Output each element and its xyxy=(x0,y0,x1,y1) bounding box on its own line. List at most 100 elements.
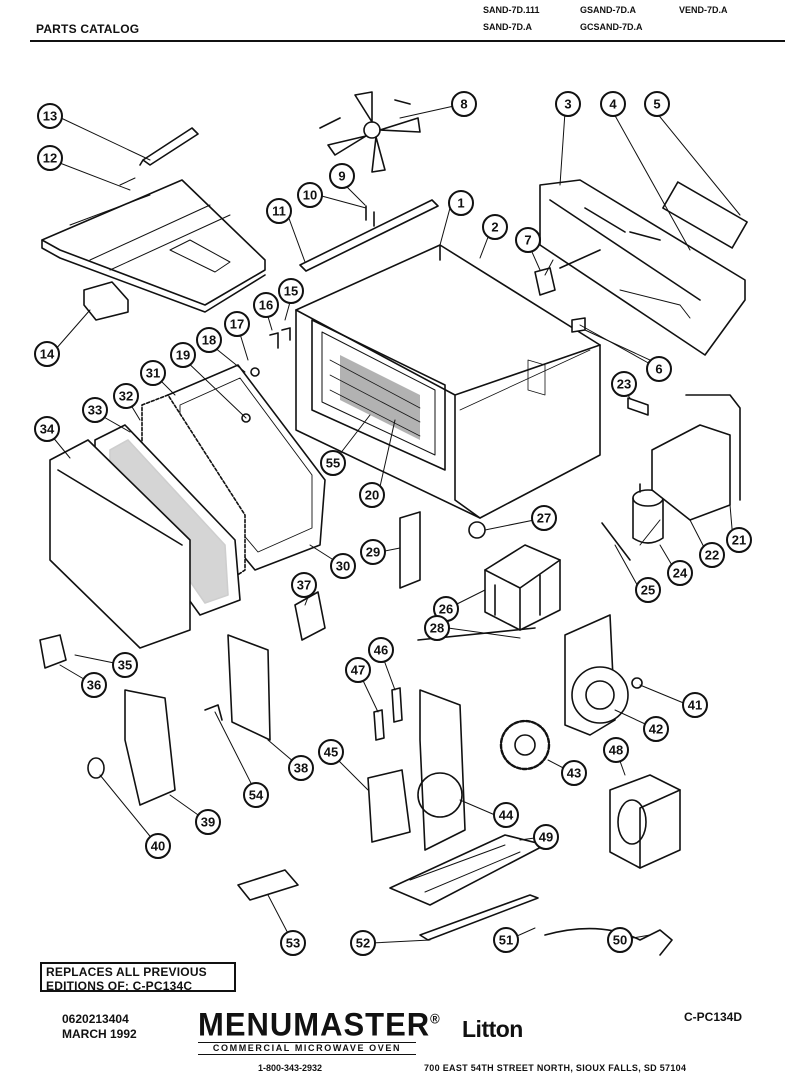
callout-circle xyxy=(37,103,63,129)
part-callout: 24 xyxy=(667,560,693,586)
document-number: 0620213404 xyxy=(62,1012,129,1026)
fan-housing-drawing xyxy=(564,614,629,736)
callout-number: 9 xyxy=(338,169,345,184)
company-logo: Litton xyxy=(462,1016,523,1042)
model-number: GCSAND-7D.A xyxy=(580,22,643,32)
part-callout: 34 xyxy=(34,416,60,442)
callout-number: 17 xyxy=(230,317,244,332)
callout-number: 44 xyxy=(499,808,514,823)
part-callout: 39 xyxy=(195,809,221,835)
callout-number: 49 xyxy=(539,830,553,845)
callout-circle xyxy=(359,482,385,508)
clip-drawing xyxy=(627,397,649,416)
latch-drawing xyxy=(269,327,291,349)
callout-circle xyxy=(170,342,196,368)
circuit-board-drawing xyxy=(227,634,271,741)
model-list-col1: SAND-7D.111 SAND-7D.A xyxy=(483,2,540,36)
callout-number: 51 xyxy=(499,933,513,948)
brand-subtitle: COMMERCIAL MICROWAVE OVEN xyxy=(198,1042,416,1055)
fan-blade-drawing xyxy=(499,719,551,771)
part-callout: 37 xyxy=(291,572,317,598)
part-callout: 13 xyxy=(37,103,63,129)
header-rule xyxy=(30,40,785,42)
part-callout: 21 xyxy=(726,527,752,553)
callout-number: 40 xyxy=(151,839,165,854)
terminal-block-drawing xyxy=(399,511,421,589)
callout-circle xyxy=(224,311,250,337)
callout-circle xyxy=(360,539,386,565)
callout-circle xyxy=(266,198,292,224)
callout-circle xyxy=(607,927,633,953)
callout-number: 6 xyxy=(655,362,662,377)
callout-circle xyxy=(482,214,508,240)
diode-drawing xyxy=(534,267,556,296)
model-number: VEND-7D.A xyxy=(679,5,728,15)
callout-circle xyxy=(288,755,314,781)
callout-number: 10 xyxy=(303,188,317,203)
model-list-col2: GSAND-7D.A GCSAND-7D.A xyxy=(580,2,643,36)
switch-drawing xyxy=(391,687,403,723)
part-callout: 52 xyxy=(350,930,376,956)
callout-number: 19 xyxy=(176,348,190,363)
part-callout: 23 xyxy=(611,371,637,397)
callout-number: 24 xyxy=(673,566,688,581)
callout-circle xyxy=(667,560,693,586)
callout-number: 4 xyxy=(609,97,617,112)
part-callout: 12 xyxy=(37,145,63,171)
part-callout: 22 xyxy=(699,542,725,568)
part-callout: 19 xyxy=(170,342,196,368)
callout-number: 5 xyxy=(653,97,660,112)
callout-number: 11 xyxy=(272,204,286,219)
callout-circle xyxy=(81,672,107,698)
fuse-holder-drawing xyxy=(294,591,326,641)
part-callout: 16 xyxy=(253,292,279,318)
replaces-notice: REPLACES ALL PREVIOUS EDITIONS OF: C-PC1… xyxy=(40,962,236,993)
bracket-plate-drawing xyxy=(419,689,466,851)
hv-transformer-drawing xyxy=(609,774,681,869)
part-callout: 25 xyxy=(635,577,661,603)
base-plate-drawing xyxy=(389,834,546,906)
callout-number: 54 xyxy=(249,788,264,803)
callout-circle xyxy=(555,91,581,117)
callout-number: 18 xyxy=(202,333,216,348)
callout-number: 29 xyxy=(366,545,380,560)
connector-drawing xyxy=(571,317,586,333)
callout-number: 27 xyxy=(537,511,551,526)
part-callout: 3 xyxy=(555,91,581,117)
part-callout: 44 xyxy=(493,802,519,828)
part-callout: 14 xyxy=(34,341,60,367)
knob-drawing xyxy=(87,757,105,779)
callout-circle xyxy=(112,652,138,678)
callout-number: 43 xyxy=(567,766,581,781)
callout-number: 48 xyxy=(609,743,623,758)
callout-number: 37 xyxy=(297,578,311,593)
washer-drawing xyxy=(250,367,260,377)
part-callout: 20 xyxy=(359,482,385,508)
bracket-drawing xyxy=(685,394,741,501)
callout-circle xyxy=(345,657,371,683)
callout-circle xyxy=(561,760,587,786)
part-callout: 45 xyxy=(318,739,344,765)
door-assembly-drawing xyxy=(49,364,326,649)
part-callout: 47 xyxy=(345,657,371,683)
part-callout: 27 xyxy=(531,505,557,531)
callout-number: 13 xyxy=(43,109,57,124)
callout-circle xyxy=(318,739,344,765)
part-callout: 53 xyxy=(280,930,306,956)
bar-drawing xyxy=(419,894,539,941)
model-number: SAND-7D.A xyxy=(483,22,533,32)
callout-circle xyxy=(145,833,171,859)
callout-circle xyxy=(533,824,559,850)
part-callout: 50 xyxy=(607,927,633,953)
part-callout: 36 xyxy=(81,672,107,698)
callout-circle xyxy=(34,341,60,367)
callout-circle xyxy=(493,802,519,828)
registered-mark: ® xyxy=(430,1011,441,1027)
callout-circle xyxy=(82,397,108,423)
callout-circle xyxy=(297,182,323,208)
part-callout: 29 xyxy=(360,539,386,565)
callout-circle xyxy=(280,930,306,956)
callout-circle xyxy=(253,292,279,318)
bracket-drawing xyxy=(83,281,129,321)
replaces-line-2: EDITIONS OF: C-PC134C xyxy=(46,979,193,993)
